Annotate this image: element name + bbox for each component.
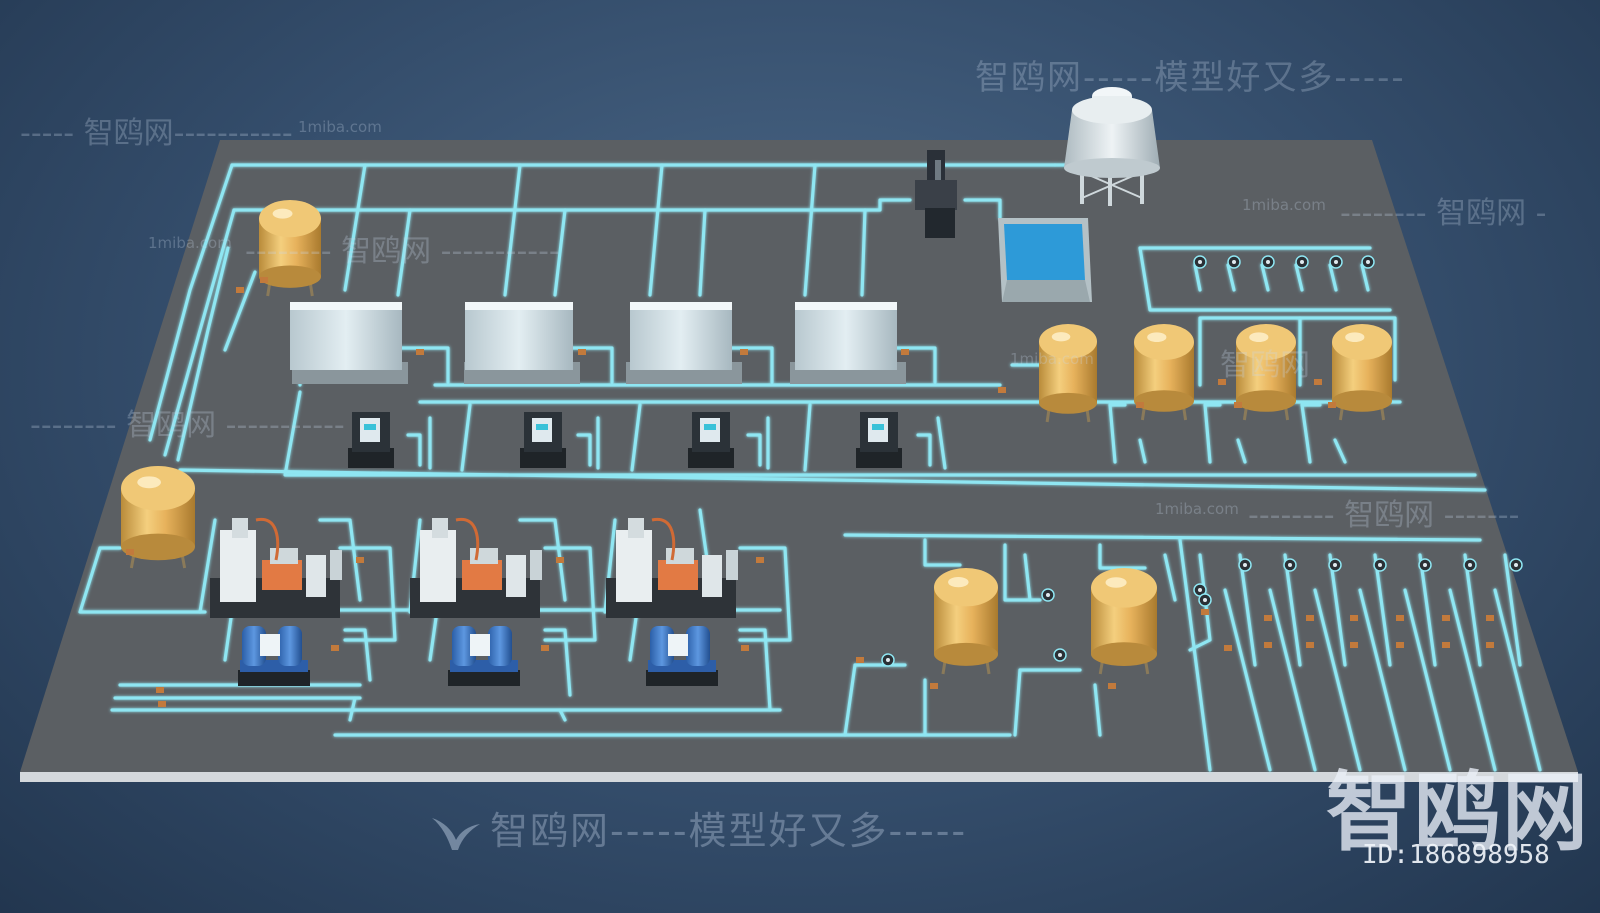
- pressure-gauge: [1509, 558, 1523, 572]
- pressure-gauge: [1283, 558, 1297, 572]
- valve: [756, 557, 764, 563]
- pressure-gauge: [1261, 255, 1275, 269]
- pressure-gauge: [881, 653, 895, 667]
- control-panel-group: [348, 412, 902, 468]
- control-panel: [688, 412, 734, 468]
- valve: [331, 645, 339, 651]
- seagull-logo-icon: [432, 818, 480, 850]
- valve: [556, 557, 564, 563]
- electrical-cabinet: [464, 302, 580, 384]
- storage-tank: [259, 200, 321, 297]
- dryer-group: [238, 626, 718, 686]
- electrical-cabinet: [790, 302, 906, 384]
- valve: [1350, 642, 1358, 648]
- pressure-gauge: [1238, 558, 1252, 572]
- valve: [416, 349, 424, 355]
- valve: [1234, 402, 1242, 408]
- pressure-gauge: [1295, 255, 1309, 269]
- storage-tank: [1091, 568, 1157, 675]
- valve: [578, 349, 586, 355]
- valve: [930, 683, 938, 689]
- control-panel: [520, 412, 566, 468]
- valve: [541, 645, 549, 651]
- valve: [1306, 642, 1314, 648]
- circulation-pump: [915, 150, 957, 238]
- air-compressor: [210, 517, 342, 618]
- valve: [126, 549, 134, 555]
- valve: [356, 557, 364, 563]
- air-dryer: [238, 626, 310, 686]
- storage-tank: [121, 466, 195, 569]
- air-dryer: [448, 626, 520, 686]
- model-id-label: ID:186898958: [1362, 840, 1550, 870]
- storage-tank: [1134, 324, 1194, 421]
- valve: [1486, 615, 1494, 621]
- pressure-gauge: [1053, 648, 1067, 662]
- pressure-gauge: [1361, 255, 1375, 269]
- air-compressor: [410, 517, 542, 618]
- compressor-group: [210, 517, 738, 618]
- valve: [1314, 379, 1322, 385]
- site-logo: 智鸥网: [1326, 763, 1590, 863]
- pressure-gauge: [1041, 588, 1055, 602]
- storage-tank: [1039, 324, 1097, 423]
- valve: [1218, 379, 1226, 385]
- control-panel: [856, 412, 902, 468]
- storage-tank: [1332, 324, 1392, 421]
- air-compressor: [606, 517, 738, 618]
- air-dryer: [646, 626, 718, 686]
- tank-group: [121, 200, 1392, 675]
- valve: [1328, 402, 1336, 408]
- valve: [1264, 615, 1272, 621]
- pressure-gauge: [1193, 255, 1207, 269]
- valve: [1350, 615, 1358, 621]
- valve: [1442, 642, 1450, 648]
- valve: [901, 349, 909, 355]
- cabinet-group: [290, 302, 906, 384]
- valve-group: [126, 277, 1494, 707]
- valve: [1201, 609, 1209, 615]
- pressure-gauge: [1373, 558, 1387, 572]
- valve: [1396, 615, 1404, 621]
- electrical-cabinet: [290, 302, 408, 384]
- pressure-gauge: [1463, 558, 1477, 572]
- valve: [158, 701, 166, 707]
- electrical-cabinet: [626, 302, 742, 384]
- valve: [260, 277, 268, 283]
- valve: [1442, 615, 1450, 621]
- storage-tank: [1236, 324, 1296, 421]
- pressure-gauge: [1227, 255, 1241, 269]
- valve: [1486, 642, 1494, 648]
- valve: [741, 645, 749, 651]
- water-pool: [998, 218, 1092, 302]
- storage-tank: [934, 568, 998, 675]
- pressure-gauge: [1329, 255, 1343, 269]
- valve: [156, 687, 164, 693]
- valve: [1396, 642, 1404, 648]
- valve: [1306, 615, 1314, 621]
- valve: [236, 287, 244, 293]
- valve: [998, 387, 1006, 393]
- valve: [1108, 683, 1116, 689]
- valve: [1136, 402, 1144, 408]
- gauge-group: [881, 255, 1523, 667]
- valve: [740, 349, 748, 355]
- pressure-gauge: [1328, 558, 1342, 572]
- control-panel: [348, 412, 394, 468]
- pressure-gauge: [1418, 558, 1432, 572]
- valve: [856, 657, 864, 663]
- cooling-tower: [1064, 87, 1160, 206]
- valve: [1264, 642, 1272, 648]
- valve: [1224, 645, 1232, 651]
- pressure-gauge: [1198, 593, 1212, 607]
